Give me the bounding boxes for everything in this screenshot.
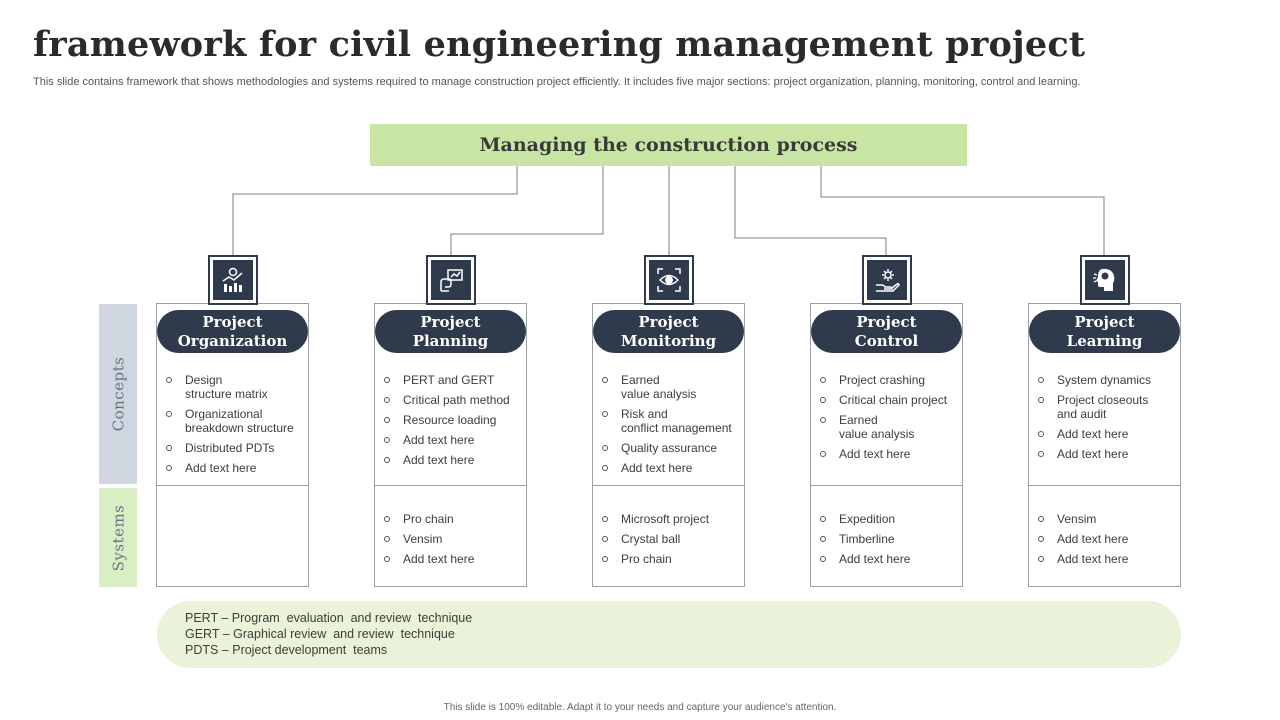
column-header: Project Planning: [375, 310, 526, 353]
sidebar-concepts-label: Concepts: [109, 356, 127, 432]
list-item: Add text here: [1037, 447, 1176, 461]
column-title-line1: Project: [202, 312, 263, 331]
list-item: Pro chain: [383, 512, 522, 526]
list-item: Design structure matrix: [165, 373, 304, 401]
list-item: Timberline: [819, 532, 958, 546]
list-item: Resource loading: [383, 413, 522, 427]
list-item: Project crashing: [819, 373, 958, 387]
column-icon-frame: [1080, 255, 1130, 305]
column-title-line1: Project: [420, 312, 481, 331]
column-divider: [593, 485, 744, 486]
footer-note: This slide is 100% editable. Adapt it to…: [443, 702, 837, 713]
legend-line: PERT – Program evaluation and review tec…: [185, 611, 473, 625]
list-item: Microsoft project: [601, 512, 740, 526]
column-title-line2: Learning: [1066, 331, 1143, 350]
list-item: Critical chain project: [819, 393, 958, 407]
column-title-line2: Planning: [412, 331, 489, 350]
head-brain-icon: [1085, 260, 1125, 300]
column-title-line2: Control: [854, 331, 919, 350]
list-item: Add text here: [819, 552, 958, 566]
column-icon-frame: [426, 255, 476, 305]
abbreviations-legend: PERT – Program evaluation and review tec…: [157, 601, 1181, 668]
list-item: Expedition: [819, 512, 958, 526]
column-project-monitoring: Project Monitoring Earned value analysis…: [592, 303, 745, 587]
list-item: Vensim: [1037, 512, 1176, 526]
list-item: System dynamics: [1037, 373, 1176, 387]
column-title-line2: Organization: [177, 331, 288, 350]
hand-gear-icon: [867, 260, 907, 300]
column-project-planning: Project Planning PERT and GERT Critical p…: [374, 303, 527, 587]
sidebar-systems: Systems: [99, 488, 137, 587]
process-banner: Managing the construction process: [370, 124, 967, 166]
list-item: Distributed PDTs: [165, 441, 304, 455]
list-item: Earned value analysis: [601, 373, 740, 401]
column-header: Project Control: [811, 310, 962, 353]
list-item: PERT and GERT: [383, 373, 522, 387]
page-title: framework for civil engineering manageme…: [33, 24, 1086, 65]
column-project-organization: Project Organization Design structure ma…: [156, 303, 309, 587]
list-item: Add text here: [1037, 427, 1176, 441]
list-item: Quality assurance: [601, 441, 740, 455]
list-item: Add text here: [383, 552, 522, 566]
column-divider: [157, 485, 308, 486]
list-item: Vensim: [383, 532, 522, 546]
eye-focus-icon: [649, 260, 689, 300]
column-title-line1: Project: [856, 312, 917, 331]
list-item: Add text here: [1037, 532, 1176, 546]
column-icon-frame: [208, 255, 258, 305]
column-icon-frame: [862, 255, 912, 305]
column-title-line1: Project: [638, 312, 699, 331]
hand-presentation-icon: [431, 260, 471, 300]
column-header: Project Learning: [1029, 310, 1180, 353]
column-divider: [811, 485, 962, 486]
list-item: Organizational breakdown structure: [165, 407, 304, 435]
list-item: Add text here: [819, 447, 958, 461]
list-item: Project closeouts and audit: [1037, 393, 1176, 421]
legend-line: PDTS – Project development teams: [185, 643, 388, 657]
legend-line: GERT – Graphical review and review techn…: [185, 627, 455, 641]
list-item: Add text here: [383, 453, 522, 467]
column-divider: [375, 485, 526, 486]
column-icon-frame: [644, 255, 694, 305]
column-divider: [1029, 485, 1180, 486]
list-item: Crystal ball: [601, 532, 740, 546]
sidebar-systems-label: Systems: [109, 504, 127, 571]
list-item: Add text here: [1037, 552, 1176, 566]
list-item: Critical path method: [383, 393, 522, 407]
list-item: Add text here: [383, 433, 522, 447]
column-header: Project Organization: [157, 310, 308, 353]
page-subtitle: This slide contains framework that shows…: [33, 76, 1081, 88]
column-title-line2: Monitoring: [620, 331, 717, 350]
list-item: Add text here: [601, 461, 740, 475]
list-item: Risk and conflict management: [601, 407, 740, 435]
list-item: Pro chain: [601, 552, 740, 566]
sidebar-concepts: Concepts: [99, 304, 137, 484]
column-title-line1: Project: [1074, 312, 1135, 331]
column-header: Project Monitoring: [593, 310, 744, 353]
chart-people-icon: [213, 260, 253, 300]
list-item: Earned value analysis: [819, 413, 958, 441]
list-item: Add text here: [165, 461, 304, 475]
